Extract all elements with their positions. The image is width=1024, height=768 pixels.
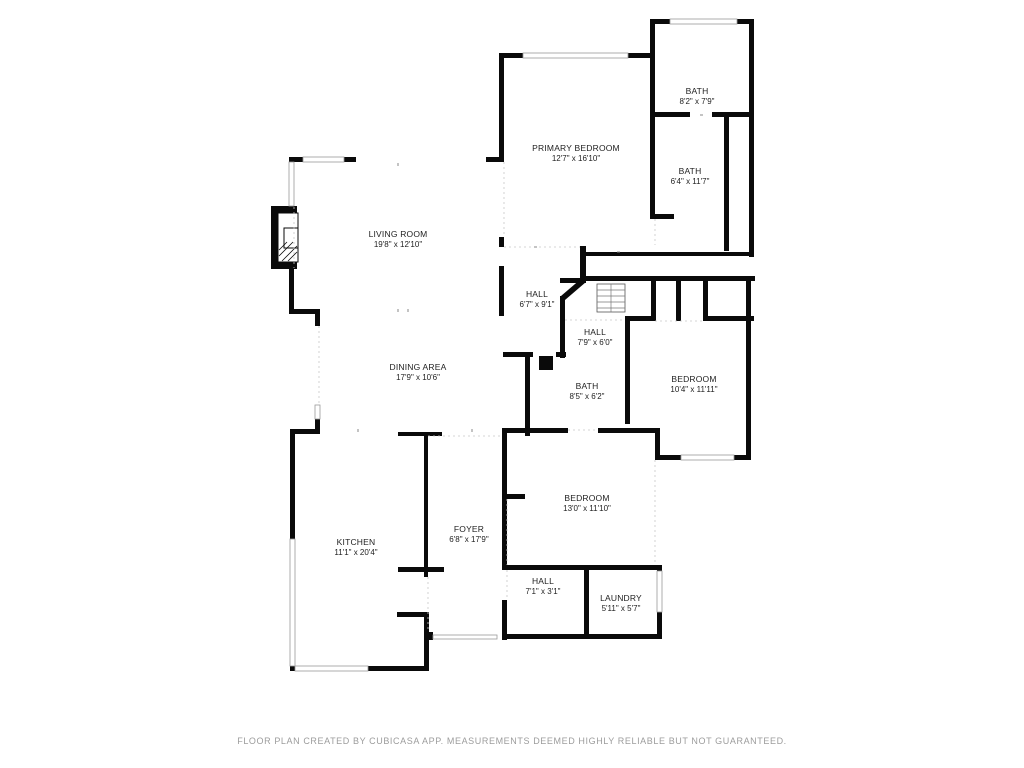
staircase bbox=[596, 283, 626, 313]
dining-area-dims: 17'9" x 10'6" bbox=[396, 373, 440, 382]
foyer-dims: 6'8" x 17'9" bbox=[449, 535, 489, 544]
laundry-name: LAUNDRY bbox=[600, 593, 642, 603]
bedroom-lower-dims: 13'0" x 11'10" bbox=[563, 504, 611, 513]
hall-center-dims: 7'9" x 6'0" bbox=[578, 338, 613, 347]
hall-left-name: HALL bbox=[526, 289, 548, 299]
hall-bottom-name: HALL bbox=[532, 576, 554, 586]
bedroom-lower-name: BEDROOM bbox=[564, 493, 609, 503]
primary-suite-walls bbox=[486, 19, 755, 321]
bedroom-right-dims: 10'4" x 11'11" bbox=[670, 385, 717, 394]
fireplace bbox=[271, 206, 299, 269]
room-labels: LIVING ROOM 19'8" x 12'10" DINING AREA 1… bbox=[334, 86, 717, 613]
hall-center-name: HALL bbox=[584, 327, 606, 337]
opening-markers bbox=[357, 114, 703, 432]
foyer-name: FOYER bbox=[454, 524, 484, 534]
center-walls bbox=[503, 316, 660, 436]
living-room-name: LIVING ROOM bbox=[369, 229, 428, 239]
hall-left-dims: 6'7" x 9'1" bbox=[520, 300, 555, 309]
floor-plan-disclaimer: FLOOR PLAN CREATED BY CUBICASA APP. MEAS… bbox=[237, 736, 787, 746]
bath-top-dims: 8'2" x 7'9" bbox=[680, 97, 715, 106]
kitchen-dims: 11'1" x 20'4" bbox=[334, 548, 377, 557]
bath-ensuite-name: BATH bbox=[679, 166, 702, 176]
bath-hall-name: BATH bbox=[576, 381, 599, 391]
living-room-dims: 19'8" x 12'10" bbox=[374, 240, 422, 249]
laundry-dims: 5'11" x 5'7" bbox=[602, 604, 641, 613]
windows bbox=[288, 18, 738, 672]
door-openings bbox=[293, 162, 704, 632]
bath-hall-dims: 8'5" x 6'2" bbox=[570, 392, 605, 401]
kitchen-name: KITCHEN bbox=[337, 537, 376, 547]
bath-top-name: BATH bbox=[686, 86, 709, 96]
hall-bottom-dims: 7'1" x 3'1" bbox=[526, 587, 561, 596]
bedroom-right-walls bbox=[625, 281, 754, 460]
bath-ensuite-dims: 6'4" x 11'7" bbox=[671, 177, 710, 186]
bedroom-right-name: BEDROOM bbox=[671, 374, 716, 384]
lower-wing-walls bbox=[502, 428, 662, 640]
primary-bedroom-name: PRIMARY BEDROOM bbox=[532, 143, 620, 153]
dining-area-name: DINING AREA bbox=[390, 362, 447, 372]
primary-bedroom-dims: 12'7" x 16'10" bbox=[552, 154, 600, 163]
